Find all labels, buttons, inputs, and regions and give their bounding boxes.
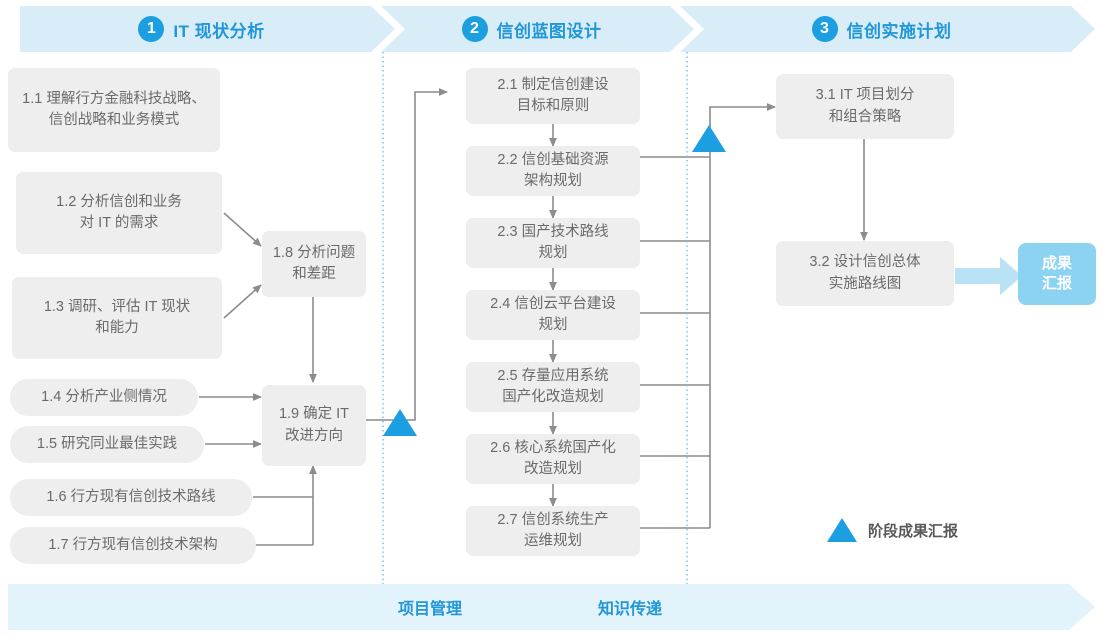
legend: 阶段成果汇报 (827, 518, 958, 542)
process-box-2-1[interactable]: 2.1 制定信创建设 目标和原则 (466, 68, 640, 124)
phase-number-badge: 3 (812, 16, 838, 42)
process-box-2-7[interactable]: 2.7 信创系统生产 运维规划 (466, 506, 640, 556)
process-box-1-5[interactable]: 1.5 研究同业最佳实践 (10, 426, 204, 463)
phase-title: 信创蓝图设计 (496, 21, 602, 41)
process-box-2-4[interactable]: 2.4 信创云平台建设 规划 (466, 290, 640, 340)
result-arrow-icon (955, 257, 1022, 295)
process-box-1-7[interactable]: 1.7 行方现有信创技术架构 (10, 527, 256, 564)
process-box-1-4[interactable]: 1.4 分析产业侧情况 (10, 379, 198, 416)
process-box-1-9[interactable]: 1.9 确定 IT 改进方向 (262, 385, 366, 466)
milestone-triangle-icon-phase1 (383, 409, 417, 436)
phase-title: IT 现状分析 (173, 21, 265, 41)
phase-title: 信创实施计划 (846, 21, 952, 41)
phase-banner-1[interactable]: 1 IT 现状分析 (20, 6, 395, 52)
band-label-knowledge-transfer: 知识传递 (598, 601, 663, 618)
process-box-1-1[interactable]: 1.1 理解行方金融科技战略、 信创战略和业务模式 (8, 68, 220, 152)
process-box-3-1[interactable]: 3.1 IT 项目划分 和组合策略 (776, 74, 954, 139)
result-report-badge[interactable]: 成果 汇报 (1018, 243, 1096, 305)
process-box-1-2[interactable]: 1.2 分析信创和业务 对 IT 的需求 (16, 172, 222, 254)
phase-number-badge: 2 (462, 16, 488, 42)
process-box-1-6[interactable]: 1.6 行方现有信创技术路线 (10, 479, 252, 516)
bottom-band[interactable]: 项目管理 知识传递 (8, 584, 1095, 630)
process-box-1-8[interactable]: 1.8 分析问题 和差距 (262, 231, 366, 297)
process-box-3-2[interactable]: 3.2 设计信创总体 实施路线图 (776, 241, 954, 306)
process-box-2-5[interactable]: 2.5 存量应用系统 国产化改造规划 (466, 362, 640, 412)
phase-banner-3[interactable]: 3 信创实施计划 (680, 6, 1095, 52)
milestone-triangle-icon (827, 518, 857, 542)
legend-label: 阶段成果汇报 (868, 522, 959, 540)
phase-banner-2[interactable]: 2 信创蓝图设计 (381, 6, 694, 52)
band-label-project-management: 项目管理 (398, 601, 463, 618)
phase-number-badge: 1 (138, 16, 164, 42)
process-box-2-6[interactable]: 2.6 核心系统国产化 改造规划 (466, 434, 640, 484)
process-box-1-3[interactable]: 1.3 调研、评估 IT 现状 和能力 (12, 277, 222, 359)
milestone-triangle-icon-phase2 (692, 125, 726, 152)
process-box-2-3[interactable]: 2.3 国产技术路线 规划 (466, 218, 640, 268)
process-box-2-2[interactable]: 2.2 信创基础资源 架构规划 (466, 146, 640, 196)
